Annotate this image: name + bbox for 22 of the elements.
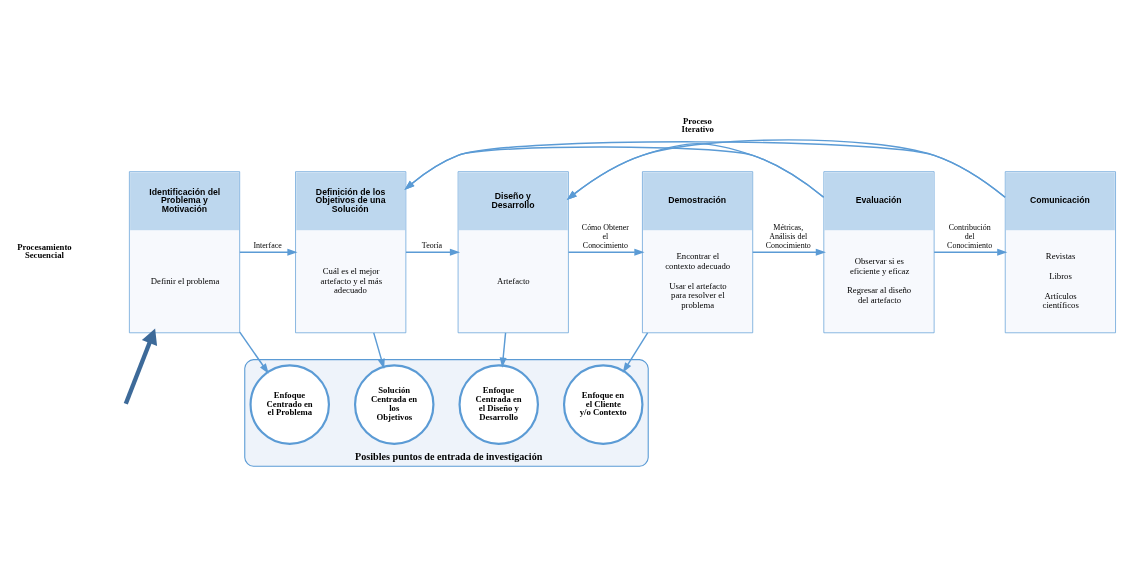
arrow: [499, 331, 507, 368]
edge-label: Cómo Obtener el Conocimiento: [581, 222, 629, 250]
label: Procesamiento Secuencial: [17, 241, 72, 260]
arrow: [373, 331, 385, 369]
node-circle: Enfoque Centrada en el Diseño y Desarrollo: [458, 363, 539, 445]
edge-label: Contribución del Conocimiento: [947, 222, 993, 250]
arrow: [567, 248, 645, 256]
arrow: [404, 140, 1006, 198]
arrow: [566, 138, 1006, 200]
node-circle: Solución Centrada en los Objetivos: [353, 363, 435, 445]
arrow: [566, 142, 825, 200]
arrow: [239, 330, 269, 374]
arrow: [239, 248, 298, 256]
label: Proceso Iterativo: [681, 115, 714, 134]
edge-label: Métricas, Análisis del Conocimiento: [765, 222, 811, 250]
arrow: [405, 248, 461, 256]
arrow: [933, 248, 1008, 256]
edge-label: Teoría: [421, 240, 443, 250]
arrow: [622, 331, 649, 373]
arrow: [752, 248, 826, 256]
edge-label: Interface: [253, 240, 282, 250]
arrow: [123, 327, 158, 405]
